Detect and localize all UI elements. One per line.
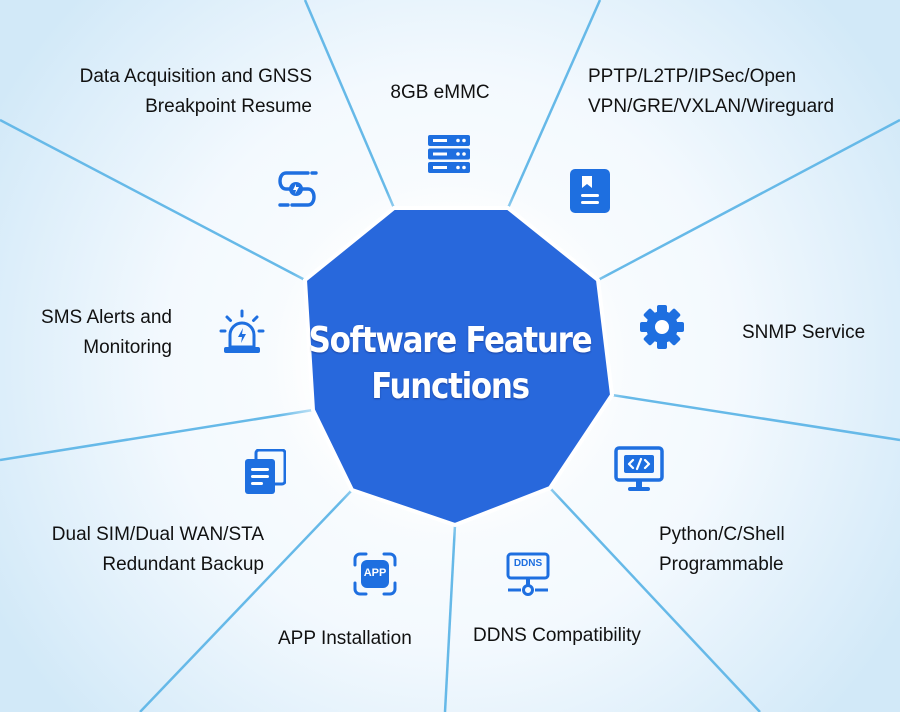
feature-programmable-label: Python/C/Shell Programmable — [659, 520, 879, 580]
connection-icon — [278, 171, 318, 207]
document-icon — [570, 169, 610, 213]
server-storage-icon — [428, 135, 470, 173]
feature-dualsim-line1: Dual SIM/Dual WAN/STA — [51, 524, 264, 545]
feature-app-label: APP Installation — [278, 624, 458, 654]
feature-sms-line1: SMS Alerts and — [41, 307, 172, 328]
app-icon-text: APP — [363, 567, 387, 579]
feature-snmp-label: SNMP Service — [742, 318, 892, 348]
feature-ddns-line1: DDNS Compatibility — [473, 625, 641, 646]
feature-ddns-label: DDNS Compatibility — [473, 621, 693, 651]
feature-programmable-line2: Programmable — [659, 554, 784, 575]
feature-sms-label: SMS Alerts and Monitoring — [14, 303, 172, 363]
feature-snmp-line1: SNMP Service — [742, 322, 866, 343]
divider-ray — [139, 489, 353, 712]
feature-breakpoint-line2: Breakpoint Resume — [145, 96, 312, 117]
code-monitor-icon — [614, 446, 664, 491]
feature-breakpoint-line1: Data Acquisition and GNSS — [79, 66, 312, 87]
ddns-icon-text: DDNS — [513, 558, 543, 569]
feature-breakpoint-label: Data Acquisition and GNSS Breakpoint Res… — [20, 62, 312, 122]
feature-emmc-line1: 8GB eMMC — [390, 82, 490, 103]
feature-app-line1: APP Installation — [278, 628, 412, 649]
divider-ray — [549, 487, 761, 712]
feature-vpn-line1: PPTP/L2TP/IPSec/Open — [588, 66, 797, 87]
feature-sms-line2: Monitoring — [83, 337, 172, 358]
center-title: Software Feature Functions — [295, 318, 605, 410]
divider-ray — [0, 118, 306, 282]
alarm-light-icon — [219, 309, 265, 353]
center-title-line2: Functions — [371, 366, 530, 407]
divider-ray — [506, 0, 602, 209]
feature-dualsim-label: Dual SIM/Dual WAN/STA Redundant Backup — [14, 520, 264, 580]
ddns-icon: DDNS — [506, 552, 550, 598]
gear-icon — [640, 305, 684, 349]
files-icon — [245, 449, 286, 494]
divider-ray — [611, 393, 900, 442]
center-polygon — [302, 206, 615, 528]
feature-emmc-label: 8GB eMMC — [360, 78, 520, 108]
feature-dualsim-line2: Redundant Backup — [102, 554, 264, 575]
divider-ray — [597, 118, 900, 282]
feature-vpn-label: PPTP/L2TP/IPSec/Open VPN/GRE/VXLAN/Wireg… — [588, 62, 888, 122]
feature-vpn-line2: VPN/GRE/VXLAN/Wireguard — [588, 96, 835, 117]
feature-programmable-line1: Python/C/Shell — [659, 524, 785, 545]
app-icon: APP — [352, 551, 398, 597]
center-title-line1: Software Feature — [308, 320, 593, 361]
